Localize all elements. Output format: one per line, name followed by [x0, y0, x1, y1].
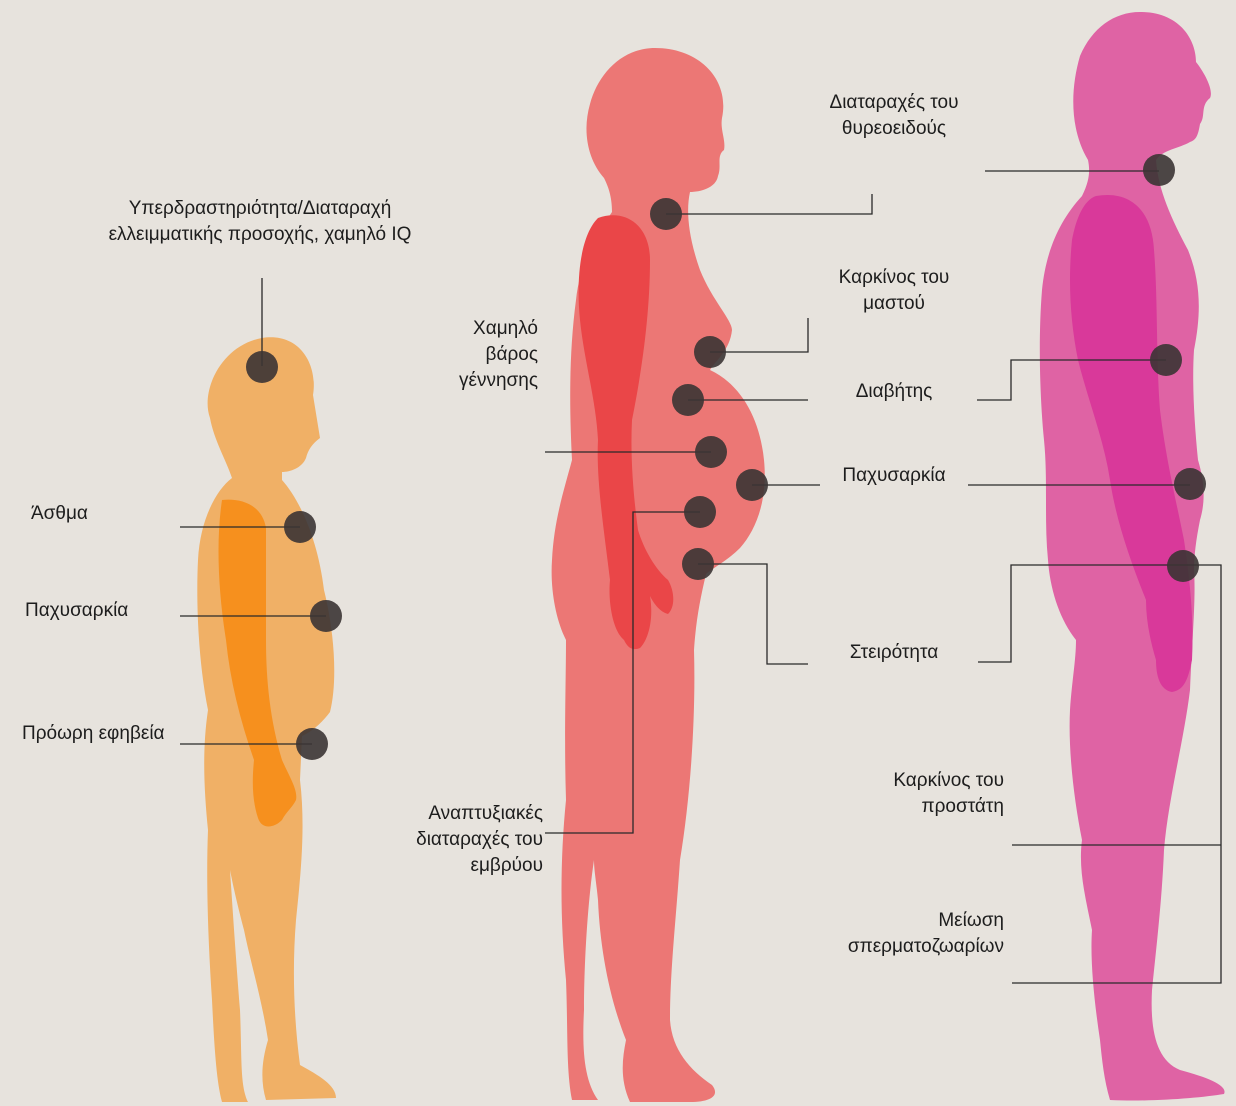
marker-pregnant-lowbirth: [695, 436, 727, 468]
label-sperm-reduction: Μείωση σπερματοζωαρίων: [820, 908, 1004, 960]
marker-child-groin: [296, 728, 328, 760]
label-breast-line1: Καρκίνος του: [800, 265, 988, 291]
label-breast-line2: μαστού: [800, 291, 988, 317]
marker-child-chest: [284, 511, 316, 543]
label-thyroid-line1: Διαταραχές του: [800, 90, 988, 116]
label-thyroid: Διαταραχές του θυρεοειδούς: [800, 90, 988, 142]
man-silhouette: [1040, 12, 1225, 1101]
label-child-obesity: Παχυσαρκία: [25, 598, 128, 624]
label-low-birth-weight-line1: Χαμηλό: [400, 316, 538, 342]
label-adult-obesity: Παχυσαρκία: [800, 463, 988, 489]
connector-p-sterility: [698, 564, 808, 664]
label-fetal-line2: διαταραχές του: [380, 827, 543, 853]
label-thyroid-line2: θυρεοειδούς: [800, 116, 988, 142]
label-prostate-line2: προστάτη: [820, 794, 1004, 820]
marker-child-belly: [310, 600, 342, 632]
marker-man-thyroid: [1143, 154, 1175, 186]
label-low-birth-weight-line3: γέννησης: [400, 368, 538, 394]
label-infertility: Στειρότητα: [800, 640, 988, 666]
label-fetal-line1: Αναπτυξιακές: [380, 801, 543, 827]
label-adhd-line2: ελλειμματικής προσοχής, χαμηλό IQ: [100, 222, 420, 248]
label-sperm-line2: σπερματοζωαρίων: [820, 934, 1004, 960]
marker-pregnant-breast: [694, 336, 726, 368]
label-breast-cancer: Καρκίνος του μαστού: [800, 265, 988, 317]
marker-man-groin: [1167, 550, 1199, 582]
label-adhd: Υπερδραστηριότητα/Διαταραχή ελλειμματική…: [100, 196, 420, 248]
marker-pregnant-fetal: [684, 496, 716, 528]
label-asthma: Άσθμα: [31, 501, 88, 527]
label-fetal-line3: εμβρύου: [380, 853, 543, 879]
label-low-birth-weight-line2: βάρος: [400, 342, 538, 368]
label-adhd-line1: Υπερδραστηριότητα/Διαταραχή: [100, 196, 420, 222]
label-fetal-disorders: Αναπτυξιακές διαταραχές του εμβρύου: [380, 801, 543, 879]
marker-man-diabetes: [1150, 344, 1182, 376]
child-silhouette: [197, 337, 336, 1102]
label-prostate-line1: Καρκίνος του: [820, 768, 1004, 794]
label-diabetes: Διαβήτης: [800, 379, 988, 405]
marker-pregnant-obesity: [736, 469, 768, 501]
label-low-birth-weight: Χαμηλό βάρος γέννησης: [400, 316, 538, 394]
connector-thyroid: [666, 194, 872, 214]
label-sperm-line1: Μείωση: [820, 908, 1004, 934]
label-early-puberty: Πρόωρη εφηβεία: [22, 721, 165, 747]
marker-man-obesity: [1174, 468, 1206, 500]
marker-pregnant-sterility: [682, 548, 714, 580]
marker-child-head: [246, 351, 278, 383]
marker-pregnant-thyroid: [650, 198, 682, 230]
marker-pregnant-diabetes: [672, 384, 704, 416]
label-prostate-cancer: Καρκίνος του προστάτη: [820, 768, 1004, 820]
